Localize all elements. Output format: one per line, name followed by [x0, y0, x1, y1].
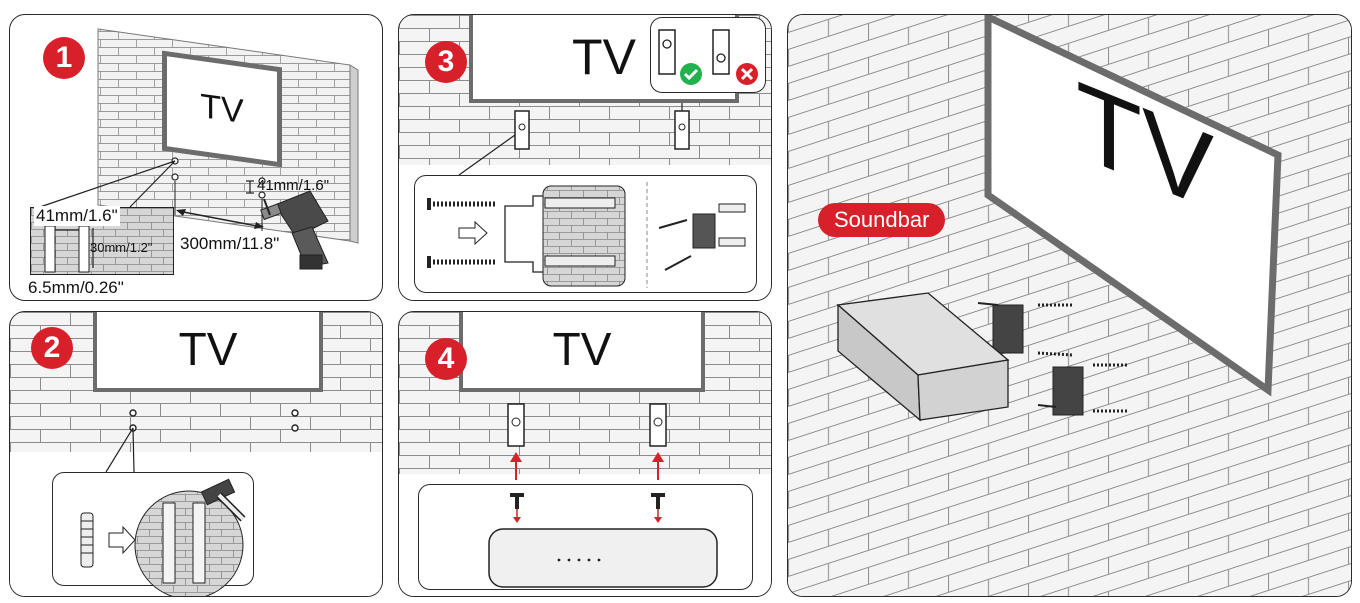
- step-3-tv-label: TV: [572, 29, 636, 85]
- check-icon: [680, 63, 702, 85]
- wall-bracket-right-icon: [674, 110, 690, 150]
- soundbar-back-icon: [488, 528, 718, 588]
- anchor-kit-icon: [658, 203, 746, 271]
- step-3-panel: TV: [398, 14, 772, 301]
- step-4-tv-label: TV: [552, 323, 612, 375]
- screw-icon: [427, 198, 495, 268]
- step-4-badge: 4: [425, 338, 467, 380]
- step-2-inset: [52, 472, 254, 596]
- mount-bracket-left-icon: [507, 403, 525, 447]
- up-arrow-left-icon: [510, 452, 522, 480]
- dim-spacing: 300mm/11.8": [180, 234, 280, 253]
- overview-bracket-lower-icon: [1037, 351, 1128, 416]
- step-1-panel: TV 41mm/1.6" 30mm/1.2" 6.5mm/0.26" 300mm…: [9, 14, 383, 301]
- step-3-inset: [414, 175, 757, 293]
- screw-left-icon: [510, 493, 524, 523]
- soundbar-label: Soundbar: [818, 203, 946, 237]
- overview-bracket-upper-icon: [977, 302, 1072, 354]
- dim-vertical-small: 41mm/1.6": [257, 177, 330, 194]
- dim-hole: 6.5mm/0.26": [28, 278, 124, 297]
- step-2-badge: 2: [31, 327, 73, 369]
- up-arrow-right-icon: [652, 452, 664, 480]
- overview-tv-frame: [984, 15, 1282, 397]
- overview-soundbar-icon: [836, 292, 1010, 422]
- bracket-correct-icon: [658, 29, 676, 75]
- mount-bracket-right-icon: [649, 403, 667, 447]
- step-2-tv-label: TV: [178, 323, 238, 375]
- bracket-wrong-icon: [712, 29, 730, 75]
- drill-icon: [260, 190, 329, 270]
- dim-bracket-height: 30mm/1.2": [90, 240, 153, 255]
- step-2-panel: TV 2: [9, 311, 383, 597]
- step-1-tv-label: TV: [200, 86, 244, 131]
- step-1-badge: 1: [43, 37, 85, 79]
- dim-bracket-width: 41mm/1.6": [34, 206, 120, 226]
- step-4-panel: TV 4: [398, 311, 772, 597]
- step-4-inset: [418, 484, 753, 590]
- overview-panel: TV Soundbar: [787, 14, 1352, 597]
- cross-icon: [736, 63, 758, 85]
- bracket-orientation-inset: [650, 17, 766, 93]
- step-1-tv: TV: [162, 50, 282, 168]
- wall-bracket-left-icon: [514, 110, 530, 150]
- overview-wall: [788, 15, 1351, 596]
- step-2-tv: TV: [93, 312, 323, 392]
- wall-anchor-icon: [80, 512, 94, 568]
- step-4-tv: TV: [459, 312, 705, 392]
- hammer-icon: [200, 478, 246, 522]
- screw-right-icon: [651, 493, 665, 523]
- step-3-badge: 3: [425, 41, 467, 83]
